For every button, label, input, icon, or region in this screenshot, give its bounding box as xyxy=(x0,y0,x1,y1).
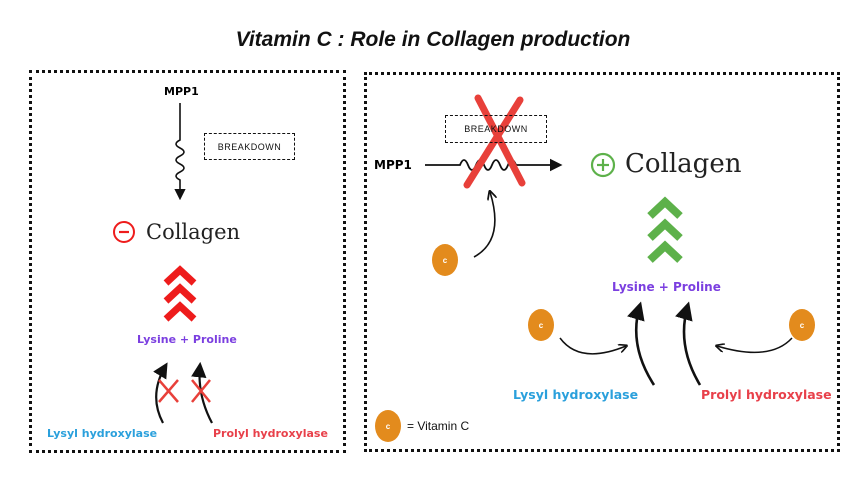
left-mpp1-breakdown-arrow xyxy=(174,103,186,201)
green-up-chevrons-icon xyxy=(647,196,683,263)
right-breakdown-box: BREAKDOWN xyxy=(445,115,547,143)
vitamin-c-icon-prolyl: c xyxy=(789,309,815,341)
plus-circle-icon xyxy=(590,152,616,178)
right-collagen-label: Collagen xyxy=(625,149,742,179)
left-collagen-label: Collagen xyxy=(146,220,241,244)
right-lysyl-curved-arrow xyxy=(627,301,656,386)
minus-circle-icon xyxy=(113,221,135,243)
left-panel xyxy=(29,70,346,453)
right-prolyl-curved-arrow xyxy=(675,301,702,386)
vitc-right-arrow xyxy=(717,337,793,354)
right-panel xyxy=(364,72,840,452)
left-prolyl-hydroxylase-label: Prolyl hydroxylase xyxy=(213,427,328,440)
legend-vitamin-c-label: = Vitamin C xyxy=(407,419,470,433)
left-mpp1-label: MPP1 xyxy=(164,85,199,98)
left-prolyl-curved-arrow xyxy=(191,361,213,424)
red-up-chevrons-icon xyxy=(163,265,197,322)
vitc-left-arrow xyxy=(559,337,626,355)
legend-vitamin-c-icon: c xyxy=(375,410,401,442)
left-lysyl-hydroxylase-label: Lysyl hydroxylase xyxy=(47,427,158,440)
right-lysine-proline-label: Lysine + Proline xyxy=(612,280,721,294)
left-breakdown-box: BREAKDOWN xyxy=(204,133,295,160)
vitamin-c-icon-lysyl: c xyxy=(528,309,554,341)
right-prolyl-hydroxylase-label: Prolyl hydroxylase xyxy=(701,387,832,402)
diagram-title: Vitamin C : Role in Collagen production xyxy=(235,28,631,51)
left-lysyl-curved-arrow xyxy=(153,362,168,424)
vitc-inhibit-arrow xyxy=(473,192,495,258)
right-mpp1-label: MPP1 xyxy=(374,158,412,172)
left-lysine-proline-label: Lysine + Proline xyxy=(137,333,237,346)
right-mpp1-arrow xyxy=(425,158,563,172)
right-lysyl-hydroxylase-label: Lysyl hydroxylase xyxy=(513,387,639,402)
red-x-marks xyxy=(158,379,211,403)
vitamin-c-icon-breakdown: c xyxy=(432,244,458,276)
